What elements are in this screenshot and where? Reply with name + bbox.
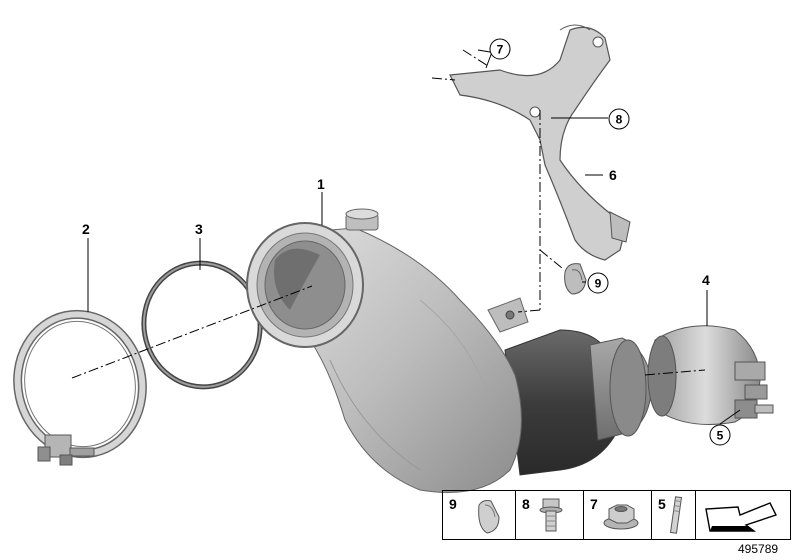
mounting-bracket <box>449 24 631 261</box>
diagram-id: 495789 <box>738 542 779 556</box>
legend-number: 9 <box>449 496 457 512</box>
legend-cell-arrow <box>696 491 790 539</box>
flange-bolt-icon <box>539 498 563 532</box>
callout-circle-7: 7 <box>489 38 511 60</box>
band-clamp-bolt <box>734 361 774 419</box>
small-parts-legend: 9 8 7 5 <box>442 490 791 540</box>
legend-number: 7 <box>590 496 598 512</box>
legend-cell-7: 7 <box>584 491 652 539</box>
legend-cell-5: 5 <box>652 491 696 539</box>
legend-cell-8: 8 <box>516 491 584 539</box>
clamp-bolt <box>37 434 95 466</box>
callout-3: 3 <box>195 221 203 237</box>
callout-6: 6 <box>609 167 617 183</box>
legend-number: 8 <box>522 496 530 512</box>
callout-circle-8: 8 <box>608 108 630 130</box>
half-clip-part <box>564 263 587 295</box>
callout-circle-9: 9 <box>587 272 609 294</box>
center-lines <box>71 49 706 379</box>
callout-1: 1 <box>317 176 325 192</box>
legend-number: 5 <box>658 496 666 512</box>
callout-7: 7 <box>497 43 504 57</box>
callout-2: 2 <box>82 221 90 237</box>
callout-4: 4 <box>702 272 710 288</box>
band-clamp <box>647 325 774 425</box>
stud-bolt-icon <box>669 496 683 534</box>
catalytic-converter <box>246 208 653 493</box>
callout-8: 8 <box>616 113 623 127</box>
callout-5: 5 <box>717 429 724 443</box>
leader-lines <box>87 49 741 425</box>
callout-circle-5: 5 <box>709 424 731 446</box>
callout-9: 9 <box>595 277 602 291</box>
installation-arrow-icon <box>705 502 777 532</box>
half-clip-icon <box>478 500 500 534</box>
legend-cell-9: 9 <box>443 491 516 539</box>
hex-nut-icon <box>603 504 639 530</box>
v-band-clamp <box>13 309 147 466</box>
